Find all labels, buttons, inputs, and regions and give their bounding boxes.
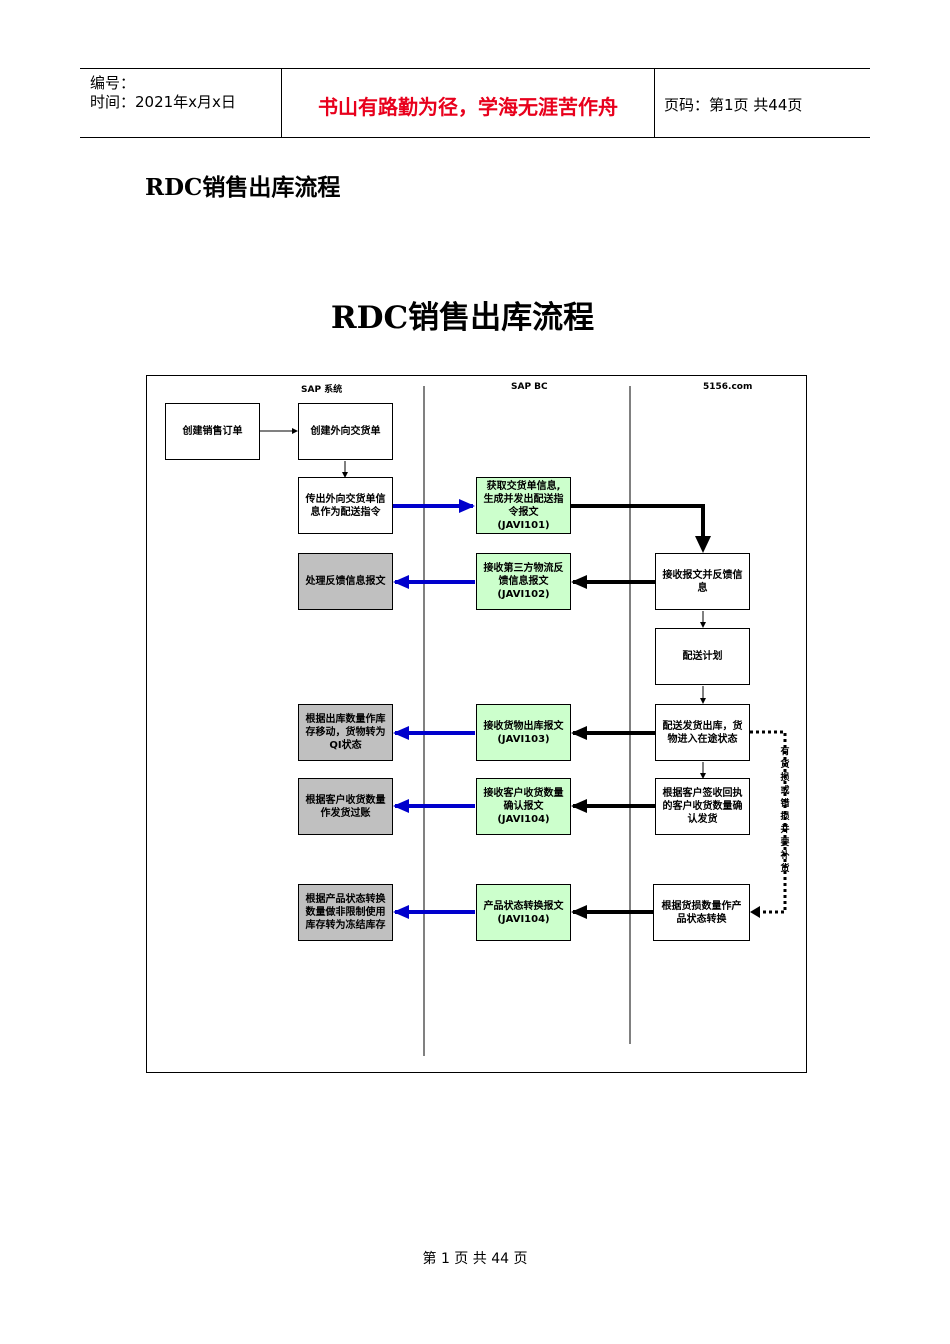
node-web-delivery-plan: 配送计划 [655, 628, 750, 685]
node-stock-to-frozen: 根据产品状态转换 数量做非限制使用 库存转为冻结库存 [298, 884, 393, 941]
header-middle-cell: 书山有路勤为径，学海无涯苦作舟 [282, 69, 655, 137]
arrow-bc-to-web [571, 504, 705, 539]
header-right-cell: 页码：第1页 共44页 [655, 69, 870, 137]
lane-label-sap-bc: SAP BC [511, 382, 548, 392]
dotted-loop [750, 730, 787, 914]
node-bc-receive-quantity: 接收客户收货数量 确认报文 (JAVI104) [476, 778, 571, 835]
dotted-loop-head [750, 906, 760, 918]
flowchart-connectors [260, 386, 787, 1056]
node-web-receive-feedback: 接收报文并反馈信 息 [655, 553, 750, 610]
node-bc-status-change: 产品状态转换报文 (JAVI104) [476, 884, 571, 941]
node-create-outbound-delivery: 创建外向交货单 [298, 403, 393, 460]
lane-label-5156: 5156.com [703, 382, 753, 392]
node-bc-get-delivery: 获取交货单信息, 生成并发出配送指 令报文 (JAVI101) [476, 477, 571, 534]
figure-title: RDC销售出库流程 [330, 300, 595, 336]
side-note-damage-replenish: 有货损或错损并要补货 [780, 747, 790, 874]
flowchart: SAP 系统 SAP BC 5156.com 创建销售订单 创建外向交货单 传出… [146, 375, 807, 1073]
node-stock-movement-qi: 根据出库数量作库 存移动，货物转为 QI状态 [298, 704, 393, 761]
number-label: 编号： [90, 74, 136, 92]
node-web-confirm-receipt: 根据客户签收回执 的客户收货数量确 认发货 [655, 778, 750, 835]
node-web-status-change: 根据货损数量作产 品状态转换 [653, 884, 750, 941]
header-motto: 书山有路勤为径，学海无涯苦作舟 [318, 95, 618, 119]
lane-label-sap: SAP 系统 [301, 385, 343, 395]
arrow-bc-to-web-head [695, 536, 711, 553]
node-create-sales-order: 创建销售订单 [165, 403, 260, 460]
header-page-info: 页码：第1页 共44页 [664, 96, 803, 114]
node-send-delivery-instruction: 传出外向交货单信 息作为配送指令 [298, 477, 393, 534]
node-web-dispatch: 配送发货出库，货 物进入在途状态 [655, 704, 750, 761]
page-footer: 第 1 页 共 44 页 [422, 1251, 528, 1267]
node-bc-receive-feedback: 接收第三方物流反 馈信息报文 (JAVI102) [476, 553, 571, 610]
node-delivery-posting: 根据客户收货数量 作发货过账 [298, 778, 393, 835]
node-bc-receive-outbound: 接收货物出库报文 (JAVI103) [476, 704, 571, 761]
header-left-cell: 编号： 时间：2021年x月x日 [80, 69, 282, 137]
node-process-feedback: 处理反馈信息报文 [298, 553, 393, 610]
page-header: 编号： 时间：2021年x月x日 书山有路勤为径，学海无涯苦作舟 页码：第1页 … [80, 68, 870, 138]
document-title: RDC销售出库流程 [145, 174, 341, 201]
time-label: 时间：2021年x月x日 [90, 93, 236, 111]
